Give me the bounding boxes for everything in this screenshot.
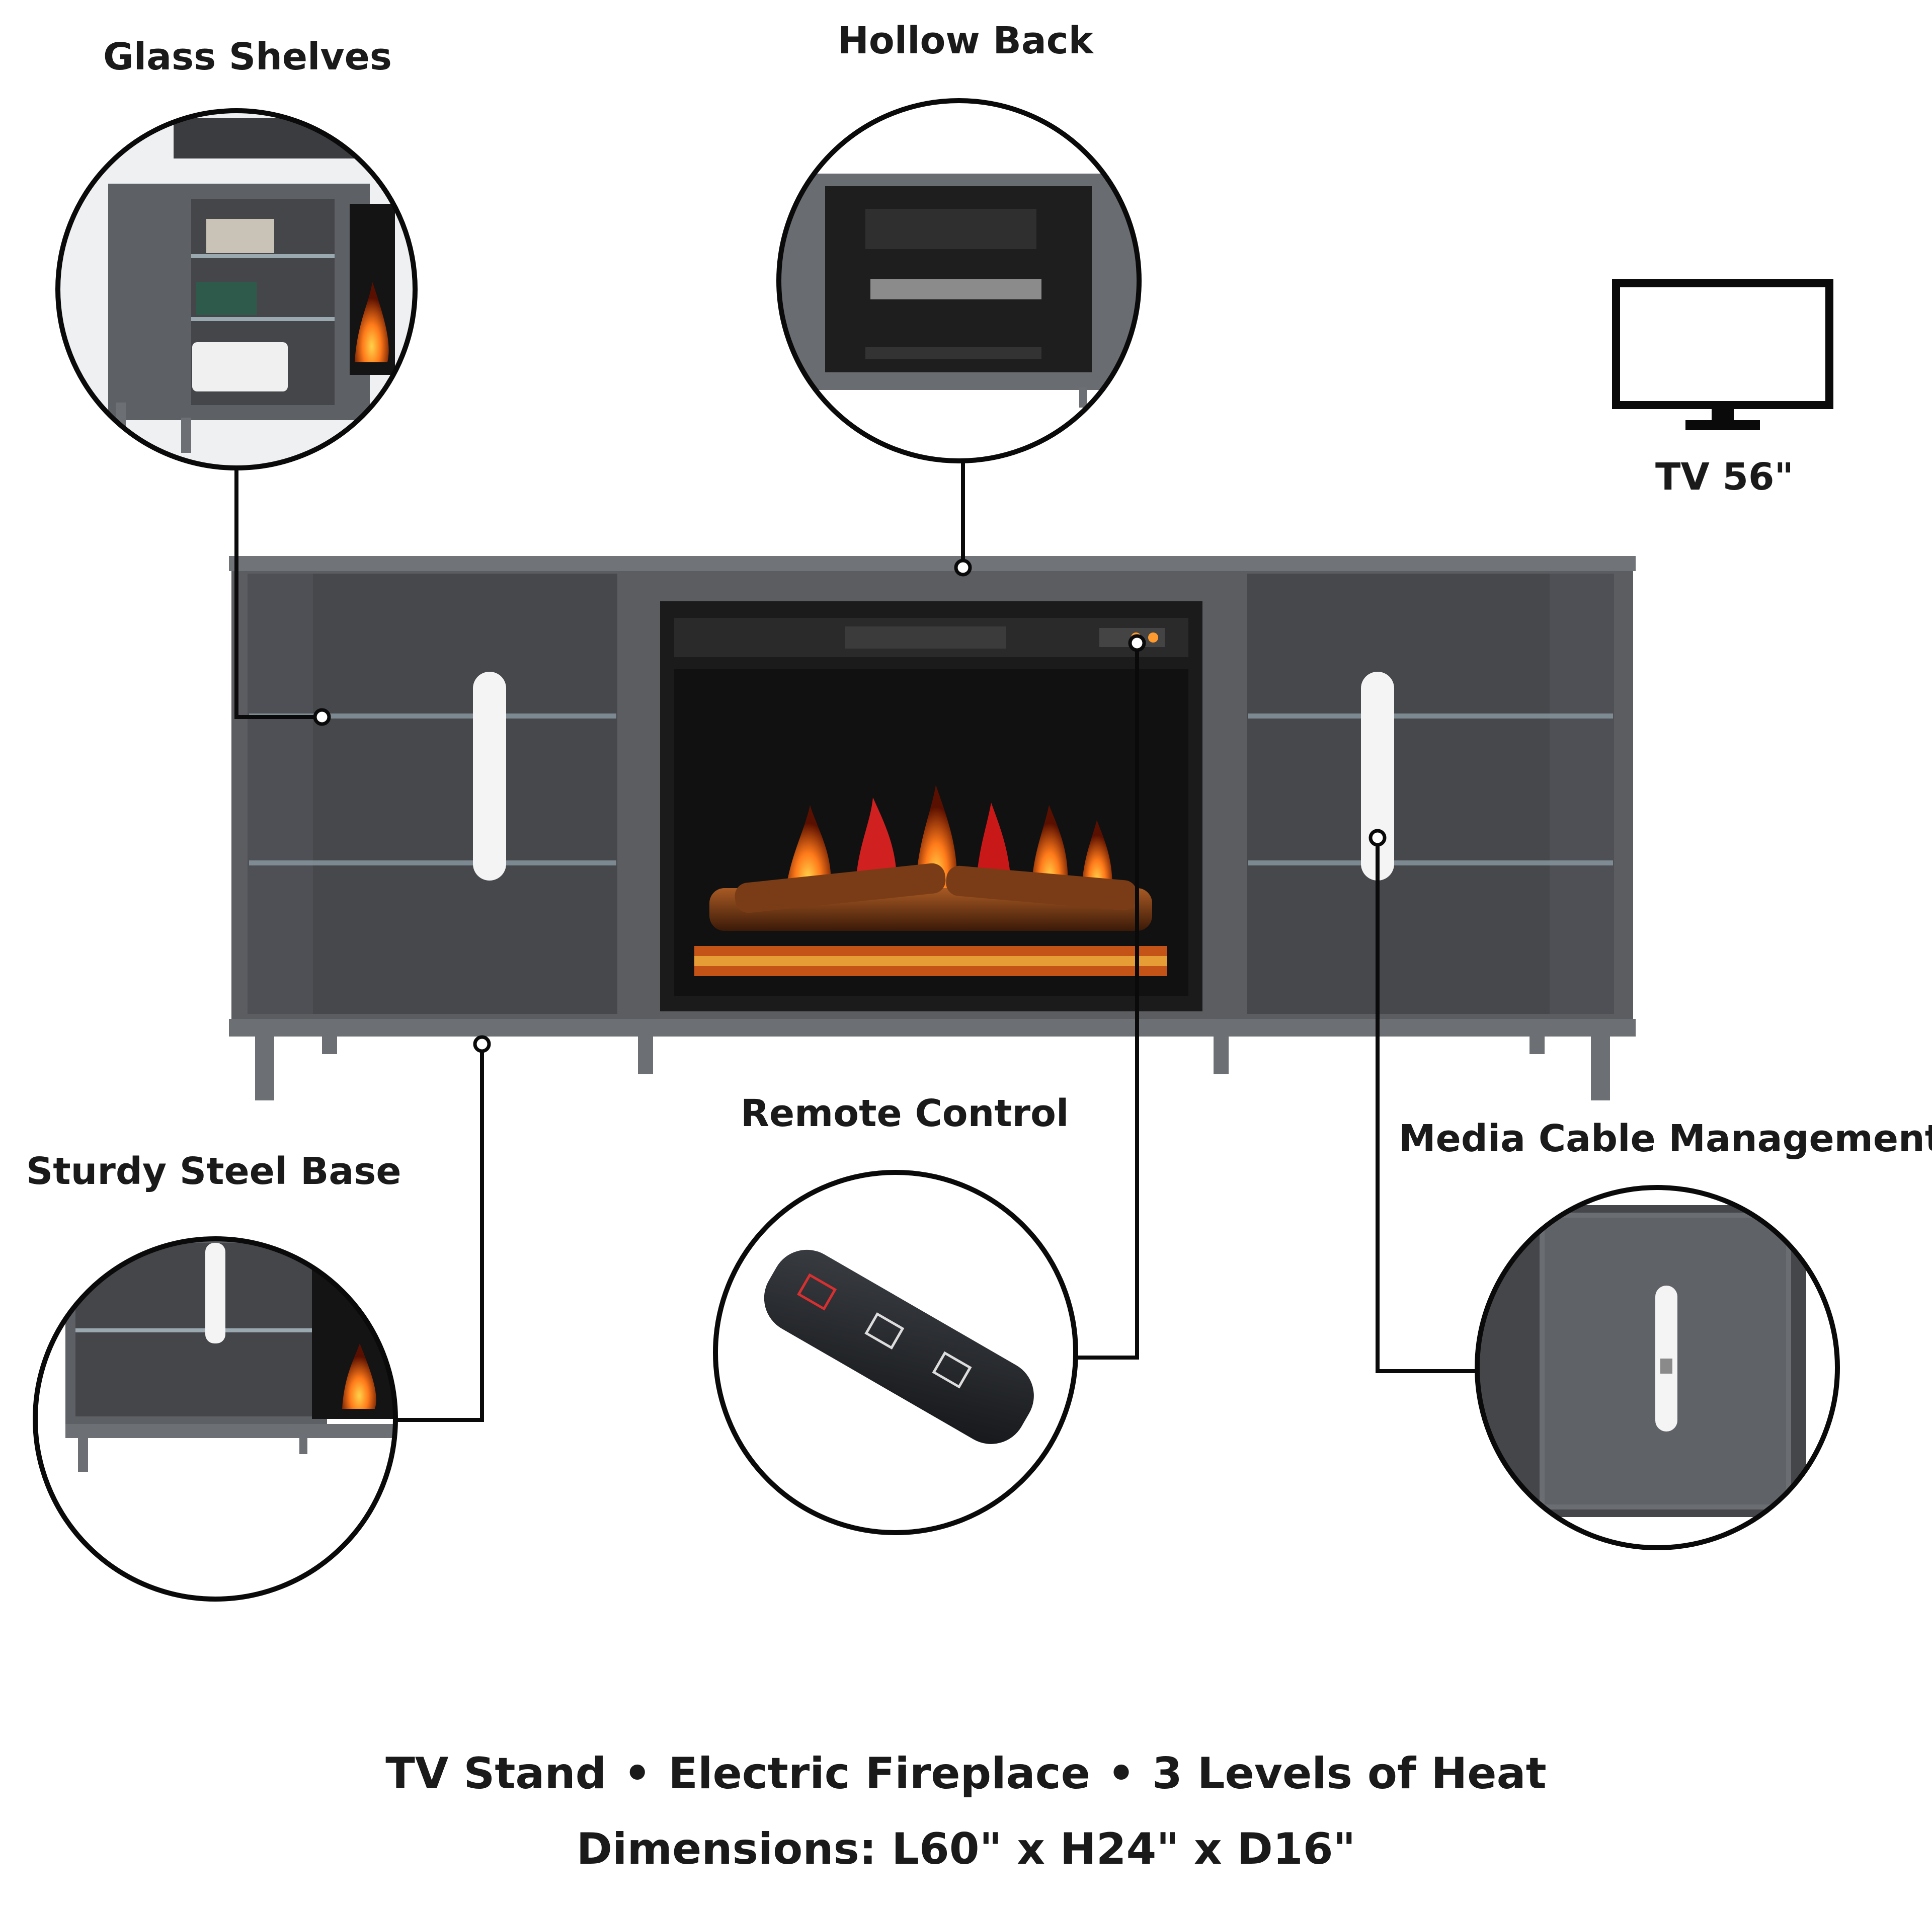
hollow-back-inset xyxy=(776,98,1142,463)
feature-electric-fireplace: Electric Fireplace xyxy=(668,1749,1091,1799)
callout-dot xyxy=(1369,829,1387,847)
remote-control-inset xyxy=(713,1170,1078,1535)
tv-stand-main xyxy=(229,556,1636,1100)
feature-tv-stand: TV Stand xyxy=(385,1749,607,1799)
label-tv-size: TV 56" xyxy=(1655,455,1794,499)
remote-body xyxy=(764,1249,1034,1444)
callout-dot xyxy=(1128,634,1146,652)
glass-shelf xyxy=(1248,713,1613,719)
label-remote-control: Remote Control xyxy=(741,1092,1069,1135)
cable-slot xyxy=(473,672,506,881)
callout-dot xyxy=(954,559,972,577)
label-sturdy-steel-base: Sturdy Steel Base xyxy=(26,1150,401,1193)
dimensions-line: Dimensions: L60" x H24" x D16" xyxy=(576,1824,1356,1874)
label-glass-shelves: Glass Shelves xyxy=(103,35,392,78)
fireplace-insert xyxy=(660,601,1202,1011)
label-media-cable-management: Media Cable Management xyxy=(1399,1117,1932,1160)
stand-leg xyxy=(1591,1034,1610,1100)
callout-dot xyxy=(313,708,331,726)
media-cable-inset xyxy=(1475,1185,1840,1550)
tv-icon xyxy=(1612,279,1833,430)
stand-leg xyxy=(255,1034,274,1100)
glass-shelf xyxy=(249,713,616,719)
label-hollow-back: Hollow Back xyxy=(838,19,1093,62)
stand-leg xyxy=(1214,1034,1229,1074)
callout-dot xyxy=(473,1035,491,1053)
stand-leg xyxy=(638,1034,653,1074)
steel-base-inset xyxy=(33,1236,398,1602)
feature-line: TV Stand • Electric Fireplace • 3 Levels of … xyxy=(0,1749,1932,1799)
cable-slot xyxy=(1361,672,1394,881)
glass-shelves-inset xyxy=(55,108,418,470)
feature-separator: • xyxy=(1107,1749,1135,1799)
glass-shelf xyxy=(1248,860,1613,865)
glass-shelf xyxy=(249,860,616,865)
feature-separator: • xyxy=(623,1749,652,1799)
callout-connectors xyxy=(234,462,1477,1422)
feature-heat-levels: 3 Levels of Heat xyxy=(1152,1749,1547,1799)
